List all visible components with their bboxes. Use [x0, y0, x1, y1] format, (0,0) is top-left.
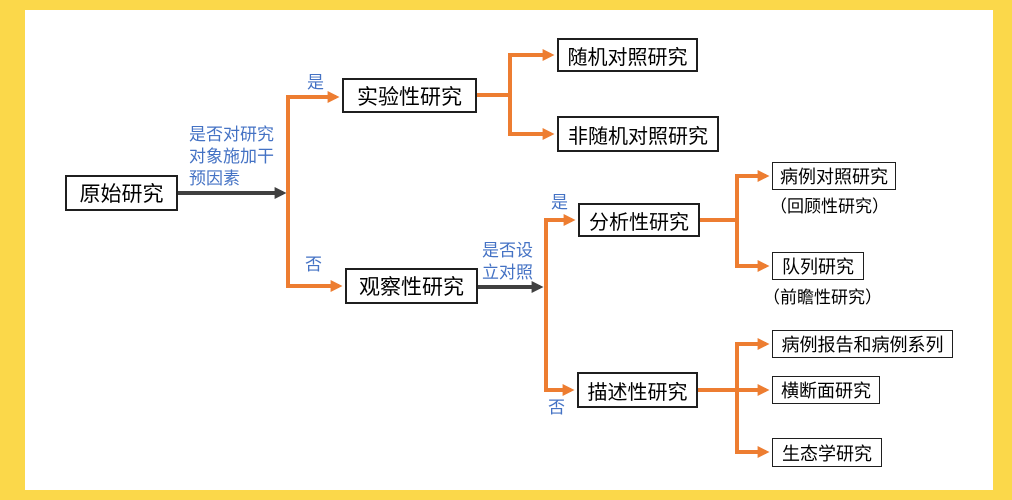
- node-observational-research: 观察性研究: [345, 268, 478, 304]
- node-cross-sectional-study: 横断面研究: [772, 376, 880, 404]
- connector-experimental-to-randomized: [477, 49, 555, 97]
- label-question-control: 是否设立对照: [482, 241, 533, 282]
- label-no-1: 否: [305, 255, 322, 274]
- connector-split2-to-analytical: [544, 214, 576, 287]
- node-original-research: 原始研究: [65, 175, 178, 211]
- node-case-control-study: 病例对照研究: [772, 162, 896, 190]
- connector-experimental-to-non-randomized: [508, 95, 555, 140]
- label-yes-1: 是: [307, 73, 324, 92]
- node-experimental-research: 实验性研究: [342, 78, 477, 113]
- node-analytical-research: 分析性研究: [578, 203, 700, 237]
- label-no-2: 否: [548, 398, 565, 417]
- node-cohort-study: 队列研究: [772, 252, 864, 280]
- connector-descriptive-to-case-report: [698, 338, 770, 392]
- label-question-intervention: 是否对研究对象施加干预因素: [189, 125, 274, 188]
- connector-descriptive-to-ecological: [735, 390, 770, 458]
- caption-prospective-study: （前瞻性研究）: [763, 288, 882, 307]
- node-descriptive-research: 描述性研究: [577, 372, 698, 408]
- connector-analytical-to-cohort: [735, 220, 770, 272]
- connector-analytical-to-case-control: [700, 170, 770, 222]
- caption-retrospective-study: （回顾性研究）: [770, 197, 889, 216]
- connector-split2-to-descriptive: [544, 287, 575, 396]
- node-case-report-and-case-series: 病例报告和病例系列: [772, 330, 953, 358]
- connector-split1-to-experimental: [286, 91, 340, 193]
- node-randomized-controlled-study: 随机对照研究: [557, 38, 698, 72]
- connector-split1-to-observational: [286, 193, 343, 292]
- label-yes-2: 是: [551, 193, 568, 212]
- node-non-randomized-controlled-study: 非随机对照研究: [557, 116, 719, 152]
- node-ecological-study: 生态学研究: [772, 438, 882, 467]
